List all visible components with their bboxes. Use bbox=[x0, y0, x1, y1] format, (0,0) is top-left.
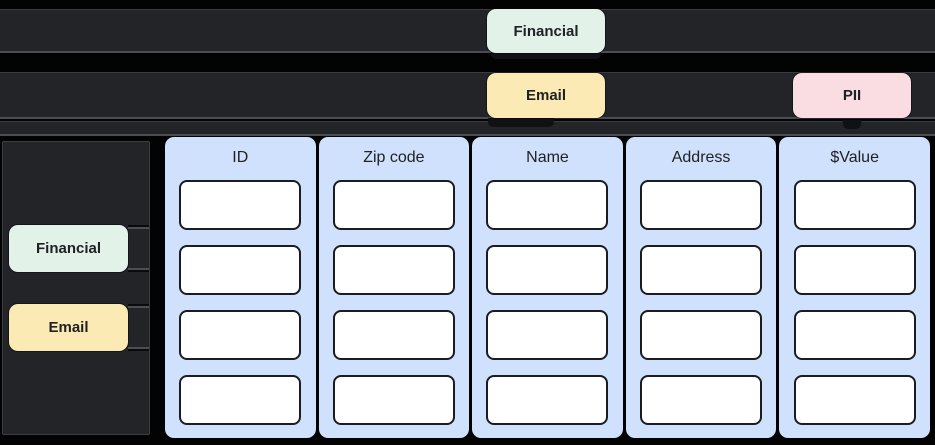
column-header-id: ID bbox=[232, 149, 249, 166]
empty-data-cell bbox=[486, 245, 609, 295]
empty-data-cell bbox=[179, 245, 302, 295]
empty-data-cell bbox=[332, 375, 455, 425]
empty-data-cell bbox=[793, 245, 916, 295]
tag-pii-label: PII bbox=[842, 87, 862, 104]
column-cells bbox=[640, 180, 763, 425]
tag-email-label: Email bbox=[525, 87, 567, 104]
empty-data-cell bbox=[486, 310, 609, 360]
empty-data-cell bbox=[332, 180, 455, 230]
empty-data-cell bbox=[179, 180, 302, 230]
empty-data-cell bbox=[793, 180, 916, 230]
row-slot-notch bbox=[128, 304, 149, 351]
empty-data-cell bbox=[640, 375, 763, 425]
palette-tag-email[interactable]: Email bbox=[9, 304, 128, 351]
column-header-name: Name bbox=[526, 149, 569, 166]
empty-data-cell bbox=[486, 375, 609, 425]
empty-data-cell bbox=[793, 310, 916, 360]
lane-row-3 bbox=[0, 121, 935, 136]
lane-row-1 bbox=[0, 9, 935, 53]
table-column-zipcode: Zip code bbox=[318, 137, 470, 438]
empty-data-cell bbox=[179, 375, 302, 425]
column-cells bbox=[486, 180, 609, 425]
palette-tag-financial[interactable]: Financial bbox=[9, 225, 128, 272]
column-cells bbox=[179, 180, 302, 425]
column-header-address: Address bbox=[671, 149, 731, 166]
chip-slot-notch-email bbox=[488, 118, 554, 127]
empty-data-cell bbox=[640, 180, 763, 230]
palette-tag-financial-label: Financial bbox=[35, 240, 102, 257]
tag-financial-label: Financial bbox=[513, 22, 579, 40]
table-column-id: ID bbox=[165, 137, 316, 438]
table-column-name: Name bbox=[472, 137, 623, 438]
empty-data-cell bbox=[640, 310, 763, 360]
chip-slot-notch-financial bbox=[491, 52, 601, 59]
column-cells bbox=[793, 180, 916, 425]
table-column-address: Address bbox=[625, 137, 777, 438]
row-slot-notch bbox=[128, 225, 149, 272]
empty-data-cell bbox=[179, 310, 302, 360]
tag-email[interactable]: Email bbox=[487, 73, 605, 118]
empty-data-cell bbox=[640, 245, 763, 295]
column-cells bbox=[332, 180, 455, 425]
tag-financial[interactable]: Financial bbox=[487, 9, 605, 53]
palette-tag-email-label: Email bbox=[48, 319, 89, 336]
column-header-zipcode: Zip code bbox=[363, 149, 425, 166]
column-header-value: $Value bbox=[830, 149, 879, 166]
table-column-value: $Value bbox=[779, 137, 930, 438]
empty-data-cell bbox=[486, 180, 609, 230]
tag-pii[interactable]: PII bbox=[793, 73, 911, 118]
empty-data-cell bbox=[793, 375, 916, 425]
chip-slot-notch-pii bbox=[843, 120, 861, 129]
lane-row-2 bbox=[0, 72, 935, 119]
tag-palette-panel: Financial Email bbox=[2, 141, 150, 435]
empty-data-cell bbox=[332, 245, 455, 295]
empty-data-cell bbox=[332, 310, 455, 360]
data-table: ID Zip code Name bbox=[165, 137, 930, 438]
